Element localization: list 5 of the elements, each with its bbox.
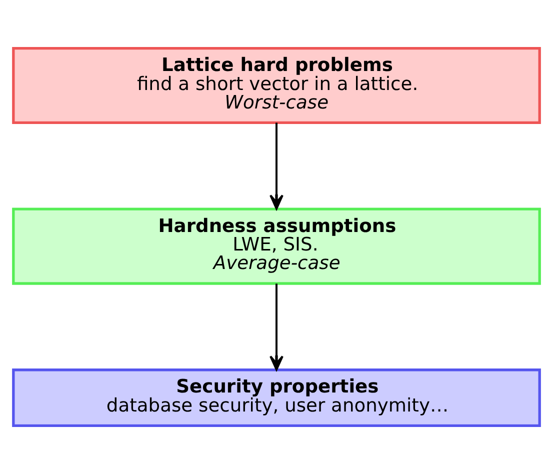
node-box: Hardness assumptions LWE, SIS. Average-case [12,208,541,285]
node-box: Lattice hard problems find a short vector in a lattice. Worst-case [12,46,541,124]
arrow [270,284,284,371]
node-box: Security properties database security, user anonymity… [12,368,541,428]
arrow [270,122,284,210]
